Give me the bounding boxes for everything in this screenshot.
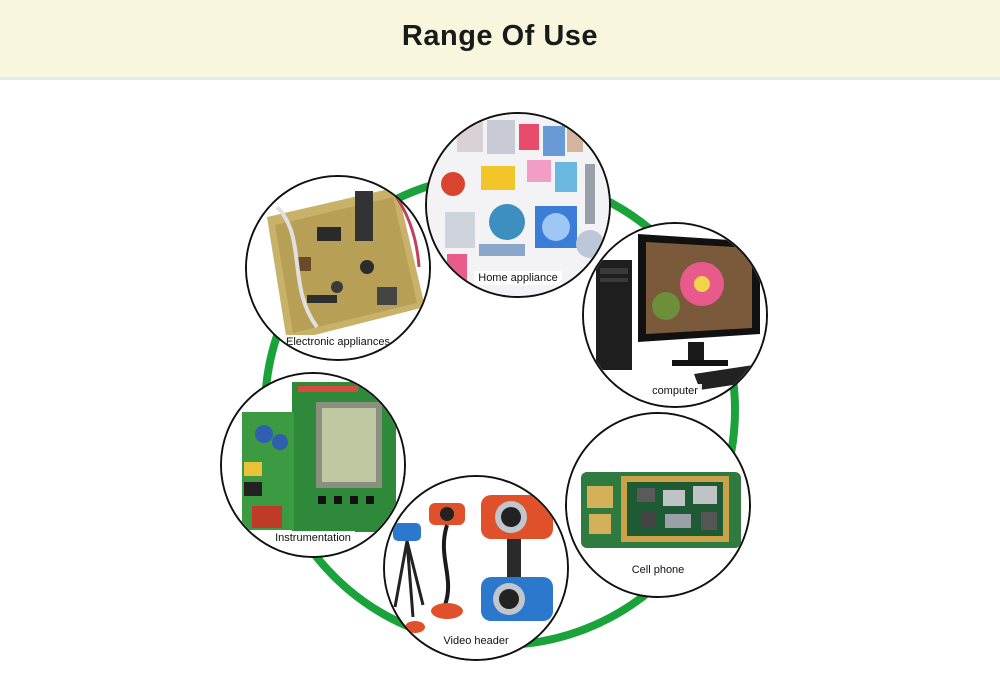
instrumentation-node: Instrumentation — [220, 372, 406, 558]
instrumentation-label: Instrumentation — [271, 531, 355, 545]
computer-label: computer — [648, 384, 702, 398]
home-appliance-label: Home appliance — [474, 271, 562, 285]
webcam-image — [385, 477, 567, 659]
circuit-board-image — [247, 177, 429, 359]
electronic-appliances-label: Electronic appliances — [282, 335, 394, 349]
computer-node: computer — [582, 222, 768, 408]
page-title: Range Of Use — [401, 20, 599, 52]
video-header-node: Video header — [383, 475, 569, 661]
computer-monitor-image — [584, 224, 766, 406]
phone-pcb-image — [567, 414, 749, 596]
cell-phone-label: Cell phone — [627, 563, 689, 577]
header-banner: Range Of Use — [0, 0, 1000, 80]
home-appliance-image — [427, 114, 609, 296]
instrument-panel-image — [222, 374, 404, 556]
cell-phone-node: Cell phone — [565, 412, 751, 598]
video-header-label: Video header — [439, 634, 513, 648]
home-appliance-node: Home appliance — [425, 112, 611, 298]
electronic-appliances-node: Electronic appliances — [245, 175, 431, 361]
